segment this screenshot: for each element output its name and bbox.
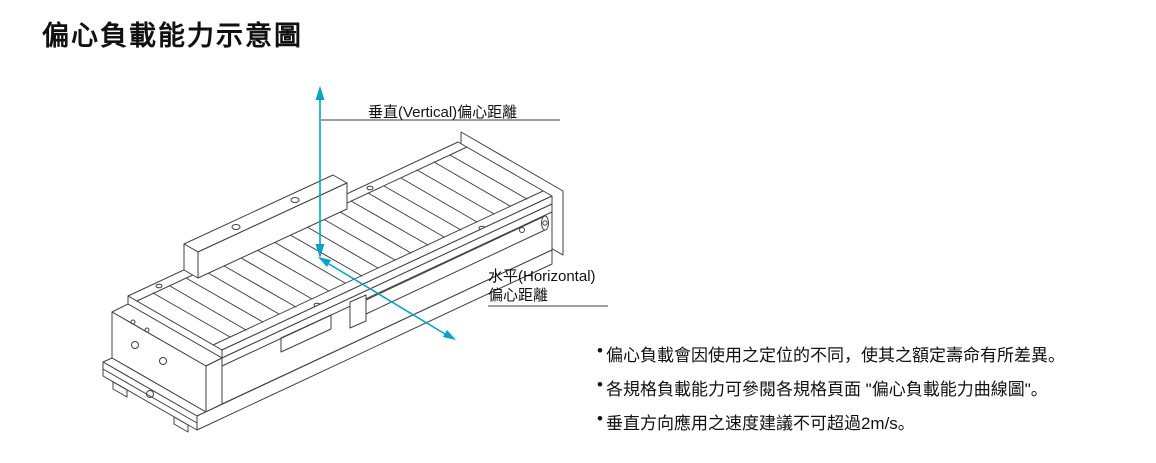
- note-text: 偏心負載會因使用之定位的不同，使其之額定壽命有所差異。: [605, 346, 1065, 365]
- horizontal-distance-label-line2: 偏心距離: [488, 287, 549, 304]
- bullet-marker: •: [597, 341, 603, 360]
- horizontal-distance-label: 水平(Horizontal) 偏心距離: [488, 267, 596, 305]
- arrowhead-up: [315, 86, 325, 100]
- horizontal-arrow: [318, 257, 456, 340]
- side-rail-block: [183, 174, 348, 279]
- vertical-arrow: [315, 86, 325, 258]
- note-item: • 垂直方向應用之速度建議不可超過2m/s。: [597, 409, 1065, 434]
- body-pin-hole: [519, 227, 525, 233]
- base-hole: [146, 390, 154, 398]
- base-step-line: [102, 368, 198, 424]
- bullet-marker: •: [597, 409, 603, 428]
- ballscrew-cylinder: [349, 215, 549, 329]
- notes-list: • 偏心負載會因使用之定位的不同，使其之額定壽命有所差異。 • 各規格負載能力可…: [597, 341, 1065, 443]
- note-text: 各規格負載能力可參閱各規格頁面 "偏心負載能力曲線圖"。: [605, 380, 1048, 399]
- rail-block-holes: [231, 197, 300, 230]
- arrowhead-down: [315, 244, 325, 258]
- arrowhead-inner: [318, 257, 331, 267]
- bullet-marker: •: [597, 375, 603, 394]
- horizontal-distance-label-line1: 水平(Horizontal): [488, 268, 596, 285]
- guide-seam-line: [221, 211, 553, 367]
- base-feet: [112, 381, 189, 433]
- vertical-distance-label: 垂直(Vertical)偏心距離: [368, 104, 518, 121]
- left-end-cap: [111, 303, 223, 413]
- table-slab-edges: [127, 195, 553, 359]
- note-item: • 各規格負載能力可參閱各規格頁面 "偏心負載能力曲線圖"。: [597, 375, 1065, 400]
- end-cap-holes: [130, 319, 167, 365]
- base-plate: [102, 249, 553, 433]
- note-item: • 偏心負載會因使用之定位的不同，使其之額定壽命有所差異。: [597, 341, 1065, 366]
- page-title: 偏心負載能力示意圖: [42, 21, 303, 51]
- note-text: 垂直方向應用之速度建議不可超過2m/s。: [605, 414, 915, 433]
- body-slot: [280, 314, 332, 353]
- arrowhead-outer: [443, 330, 456, 340]
- cover-slats: [152, 154, 528, 338]
